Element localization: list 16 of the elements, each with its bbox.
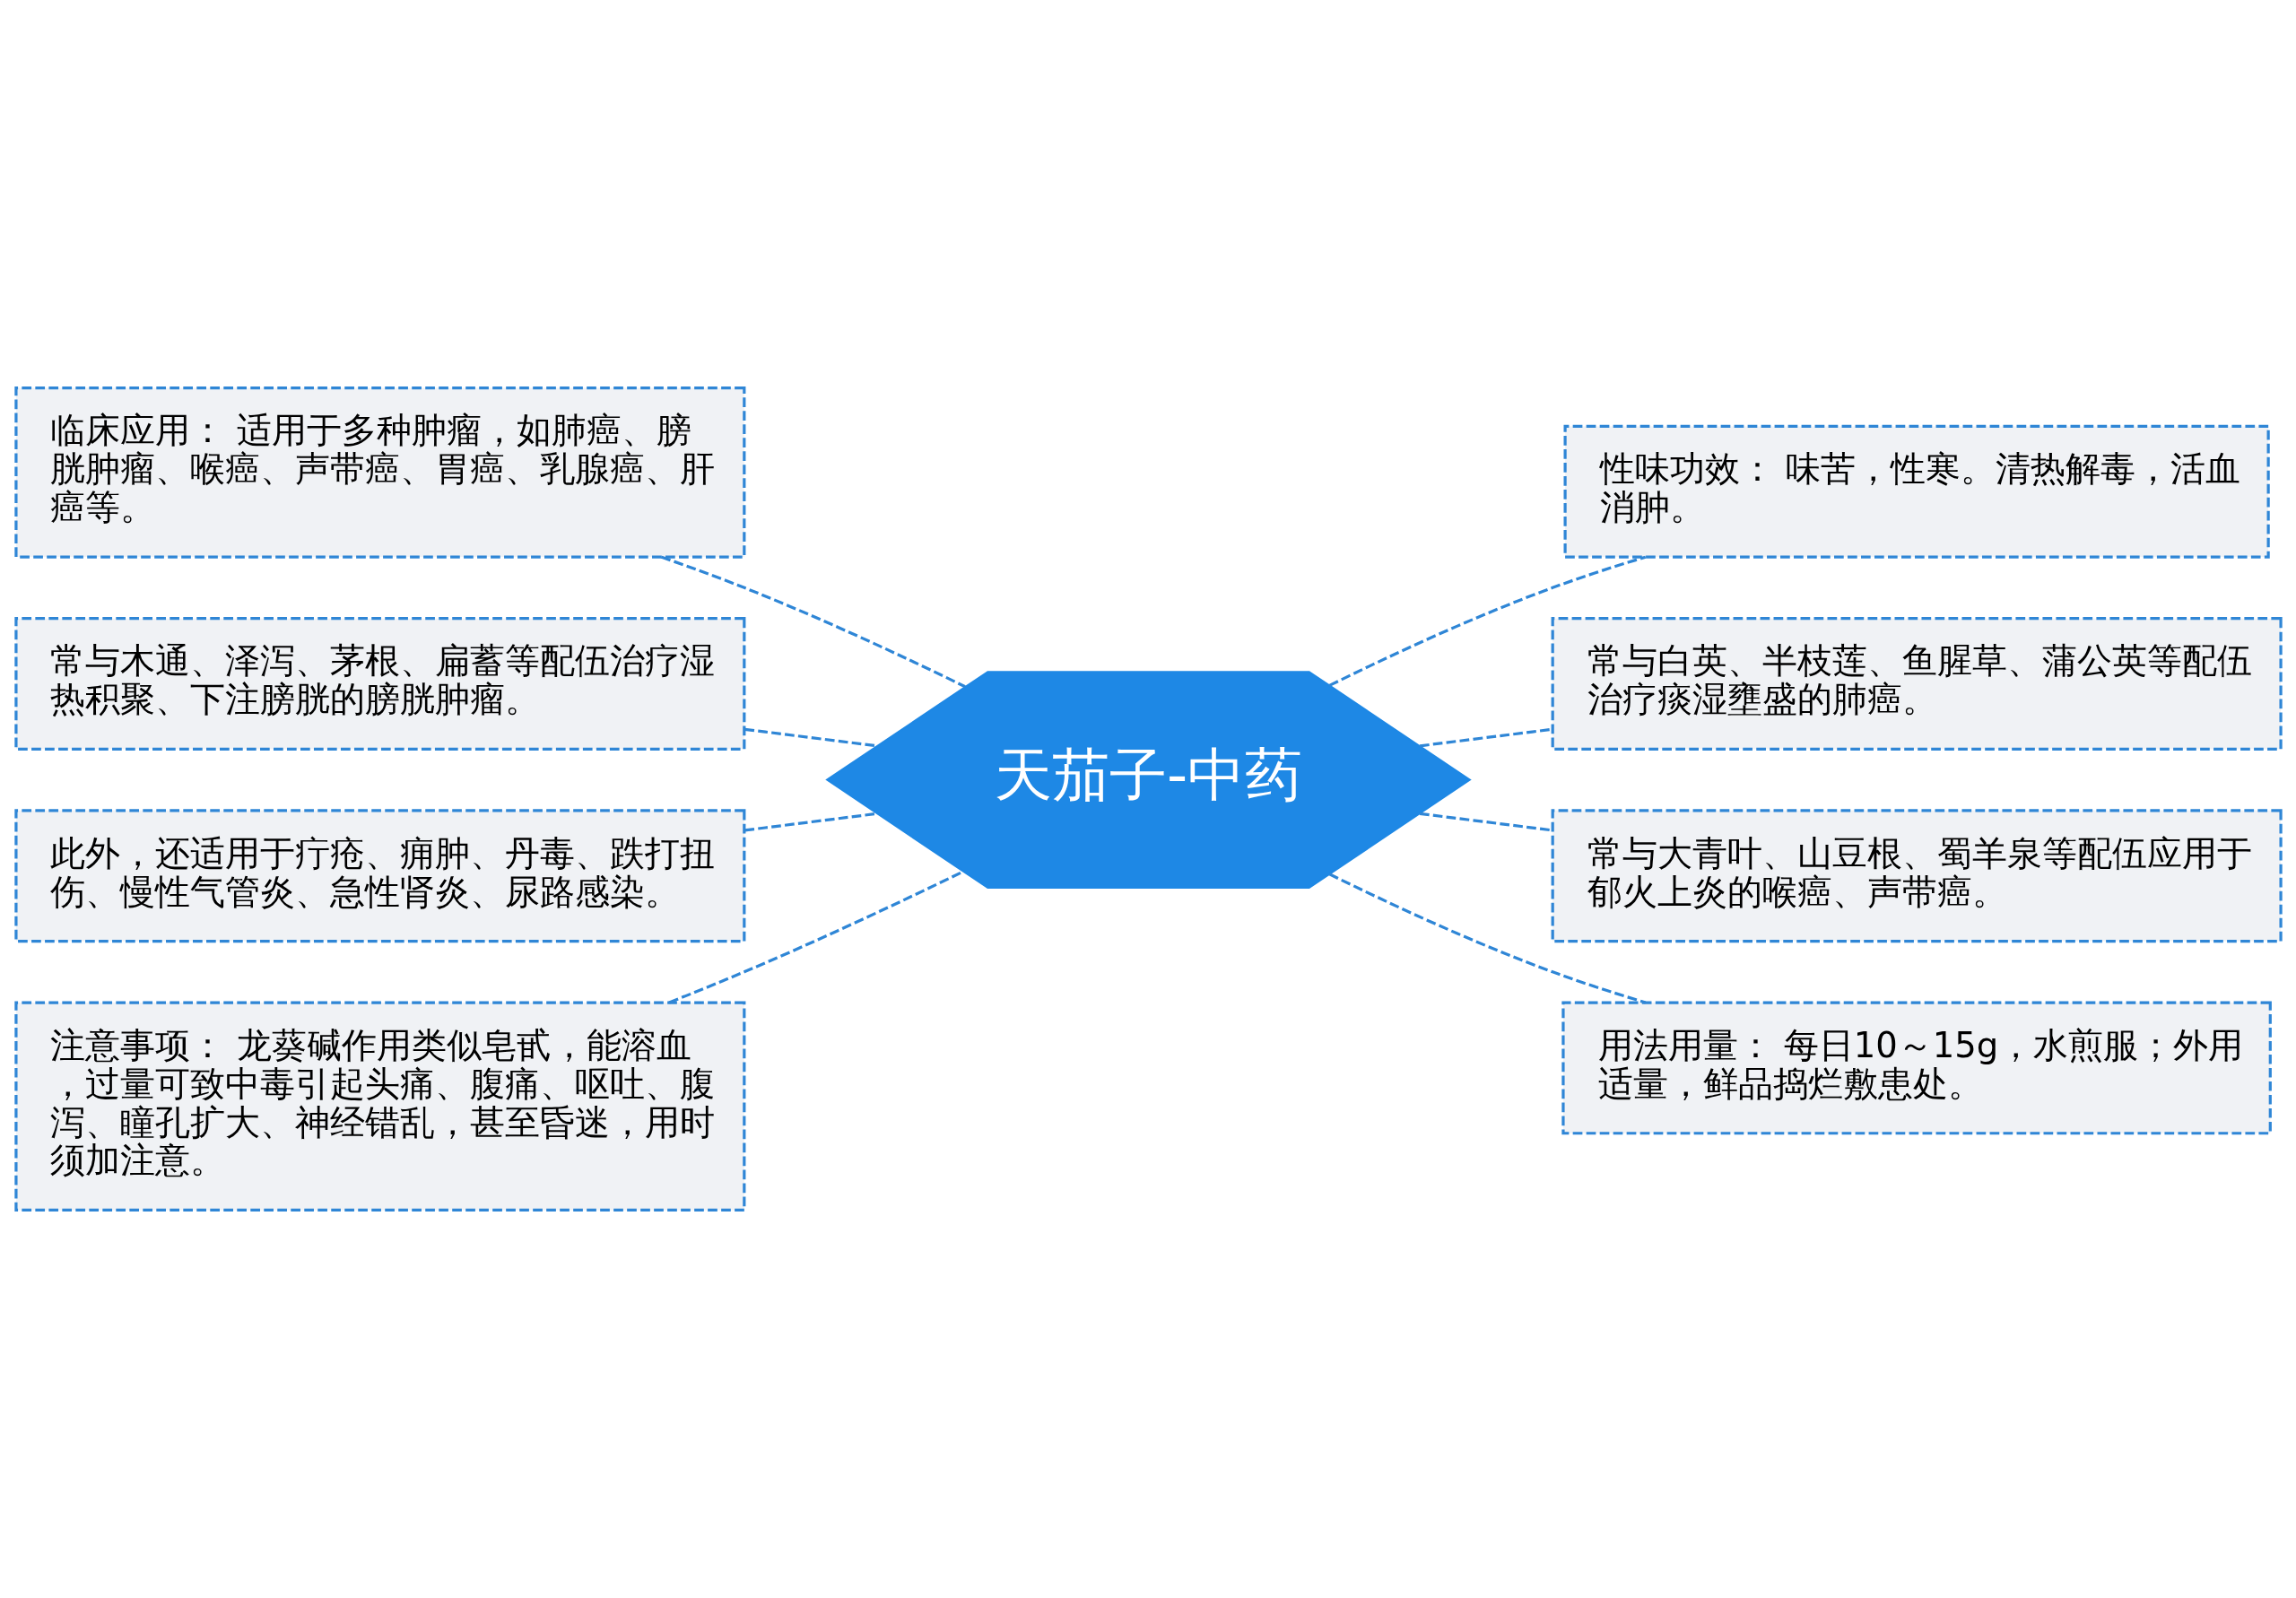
- connector: [660, 555, 966, 689]
- node-box: 此外，还适用于疔疮、痈肿、丹毒、跌打扭伤、慢性气管炎、急性肾炎、尿路感染。: [13, 809, 745, 943]
- connector: [1328, 555, 1646, 687]
- connector: [1328, 873, 1646, 1004]
- connector: [1419, 812, 1552, 832]
- node-box: 常与白英、半枝莲、鱼腥草、蒲公英等配伍治疗痰湿壅盛的肺癌。: [1551, 617, 2283, 751]
- node-box: 用法用量： 每日10～15g，水煎服；外用适量，鲜品捣烂敷患处。: [1561, 1001, 2272, 1135]
- node-box: 性味功效： 味苦，性寒。清热解毒，活血消肿。: [1563, 424, 2270, 559]
- node-box: 注意事项： 龙葵碱作用类似皂甙，能溶血，过量可致中毒引起头痛、腹痛、呕吐、腹泻、瞳孔扩大、神经错乱，甚至昏迷，用时须加注意。: [13, 1001, 745, 1212]
- connector: [1419, 727, 1552, 748]
- connector: [744, 727, 877, 748]
- connector: [744, 812, 877, 832]
- node-box: 临床应用： 适用于多种肿瘤，如肺癌、膀胱肿瘤、喉癌、声带癌、胃癌、乳腺癌、肝癌等。: [13, 386, 745, 559]
- node-box: 常与大青叶、山豆根、蜀羊泉等配伍应用于郁火上炎的喉癌、声带癌。: [1551, 809, 2283, 943]
- node-box: 常与木通、泽泻、茅根、扁蓄等配伍治疗湿热积聚、下注膀胱的膀胱肿瘤。: [13, 617, 745, 751]
- connector: [668, 870, 964, 1004]
